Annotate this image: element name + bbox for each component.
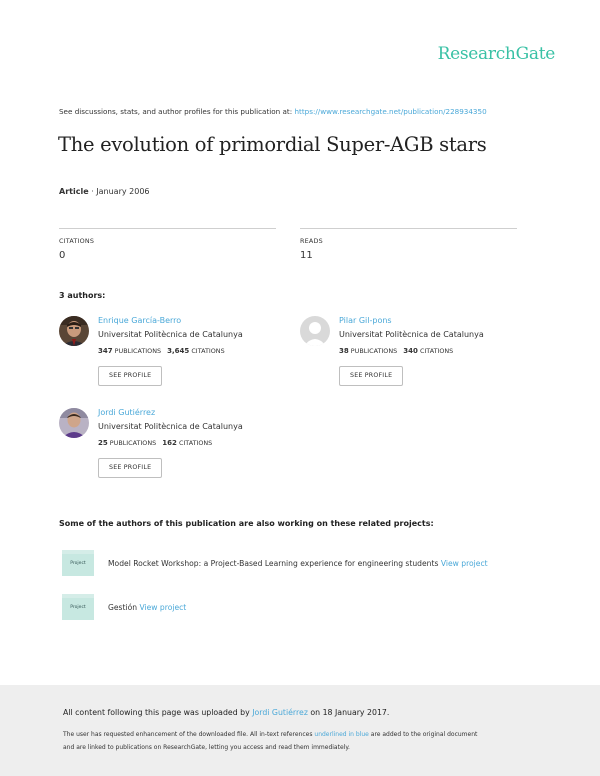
publication-url-link[interactable]: https://www.researchgate.net/publication… [294, 107, 487, 116]
discussion-notice: See discussions, stats, and author profi… [59, 107, 487, 116]
author-card: Pilar Gil-pons Universitat Politècnica d… [300, 316, 520, 396]
uploader-link[interactable]: Jordi Gutiérrez [252, 708, 308, 717]
avatar[interactable] [300, 316, 330, 346]
see-profile-button[interactable]: SEE PROFILE [98, 458, 163, 478]
author-citations-label: CITATIONS [191, 347, 225, 355]
author-card: Enrique García-Berro Universitat Politèc… [59, 316, 279, 396]
project-icon-label: Project [70, 605, 86, 610]
project-title: Gestión [108, 603, 140, 612]
project-title: Model Rocket Workshop: a Project-Based L… [108, 559, 441, 568]
reads-divider [300, 228, 517, 229]
author-citations-label: CITATIONS [178, 439, 213, 447]
avatar[interactable] [59, 316, 89, 346]
author-name-link[interactable]: Jordi Gutiérrez [98, 408, 156, 417]
see-profile-button[interactable]: SEE PROFILE [339, 366, 404, 386]
author-publications-label: PUBLICATIONS [350, 347, 398, 355]
upload-footer: All content following this page was uplo… [0, 685, 600, 776]
publication-title: The evolution of primordial Super-AGB st… [58, 133, 487, 156]
publication-date: January 2006 [96, 187, 150, 196]
authors-heading: 3 authors: [59, 291, 106, 300]
author-name-link[interactable]: Pilar Gil-pons [339, 316, 392, 325]
author-stats: 25 PUBLICATIONS 162 CITATIONS [98, 439, 212, 447]
author-institution: Universitat Politècnica de Catalunya [339, 330, 484, 339]
author-publications-label: PUBLICATIONS [114, 347, 162, 355]
folder-tab [62, 594, 94, 598]
author-publications-count: 347 [98, 347, 113, 355]
avatar[interactable] [59, 408, 89, 438]
author-card: Jordi Gutiérrez Universitat Politècnica … [59, 408, 279, 488]
view-project-link[interactable]: View project [139, 603, 187, 612]
project-folder-icon: Project [62, 594, 94, 620]
project-icon-label: Project [70, 561, 86, 566]
publication-meta: Article · January 2006 [59, 187, 150, 196]
author-publications-count: 38 [339, 347, 349, 355]
discussion-notice-text: See discussions, stats, and author profi… [59, 107, 295, 116]
author-citations-label: CITATIONS [419, 347, 454, 355]
author-name-link[interactable]: Enrique García-Berro [98, 316, 182, 325]
upload-notice-date: on 18 January 2017. [307, 708, 390, 717]
enhancement-notice-suffix: are added to the original document [368, 731, 478, 738]
related-project-item: Project Gestión View project [62, 594, 542, 620]
project-description: Gestión View project [108, 603, 186, 612]
related-project-item: Project Model Rocket Workshop: a Project… [62, 550, 542, 576]
folder-body [62, 554, 94, 576]
related-projects-heading: Some of the authors of this publication … [59, 519, 434, 528]
enhancement-notice: The user has requested enhancement of th… [63, 731, 477, 738]
enhancement-notice-continued: and are linked to publications on Resear… [63, 744, 350, 751]
author-institution: Universitat Politècnica de Catalunya [98, 330, 243, 339]
project-description: Model Rocket Workshop: a Project-Based L… [108, 559, 488, 568]
author-publications-count: 25 [98, 439, 108, 447]
project-folder-icon: Project [62, 550, 94, 576]
author-stats: 347 PUBLICATIONS 3,645 CITATIONS [98, 347, 225, 355]
author-citations-count: 162 [162, 439, 177, 447]
view-project-link[interactable]: View project [440, 559, 488, 568]
author-institution: Universitat Politècnica de Catalunya [98, 422, 243, 431]
researchgate-logo[interactable]: ResearchGate [437, 44, 556, 64]
author-stats: 38 PUBLICATIONS 340 CITATIONS [339, 347, 453, 355]
folder-body [62, 598, 94, 620]
author-publications-label: PUBLICATIONS [109, 439, 157, 447]
see-profile-button[interactable]: SEE PROFILE [98, 366, 163, 386]
citations-value: 0 [59, 250, 66, 261]
reads-label: READS [300, 237, 323, 245]
folder-tab [62, 550, 94, 554]
enhancement-notice-prefix: The user has requested enhancement of th… [63, 731, 315, 738]
meta-separator: · [88, 187, 97, 196]
underlined-in-blue-text: underlined in blue [314, 731, 369, 738]
author-citations-count: 340 [403, 347, 418, 355]
upload-notice-prefix: All content following this page was uplo… [63, 708, 253, 717]
citations-divider [59, 228, 276, 229]
reads-value: 11 [300, 250, 313, 261]
upload-notice: All content following this page was uplo… [63, 708, 389, 717]
publication-type: Article [59, 187, 89, 196]
author-citations-count: 3,645 [167, 347, 190, 355]
citations-label: CITATIONS [59, 237, 95, 245]
